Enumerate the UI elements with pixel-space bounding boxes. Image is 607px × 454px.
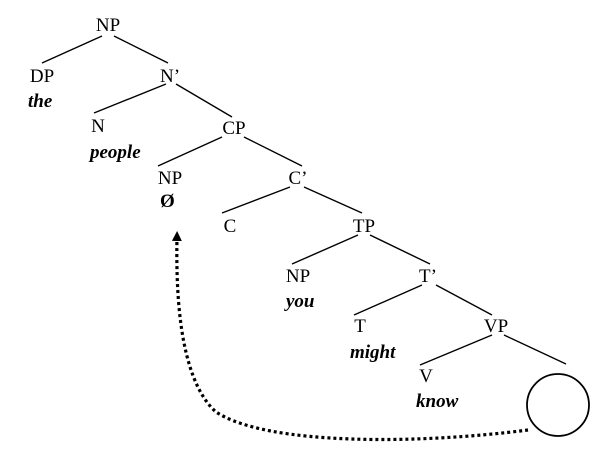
branch-vp-v	[419, 334, 493, 366]
branch-vp-object	[503, 334, 567, 365]
node-v: V	[419, 366, 433, 387]
node-n: N	[91, 116, 105, 137]
node-vp: VP	[484, 316, 508, 337]
word-you: you	[284, 291, 315, 312]
word-know: know	[416, 391, 459, 412]
movement-arrow	[171, 231, 529, 442]
node-cbar: C’	[289, 168, 308, 189]
node-labels: NP DP N’ N CP NP C’ C TP NP T’ T VP V	[30, 15, 508, 387]
node-t: T	[354, 316, 366, 337]
node-cp: CP	[222, 118, 245, 139]
branch-cp-cbar	[243, 136, 303, 167]
branch-cp-np	[157, 136, 223, 167]
branch-tp-np	[291, 234, 359, 265]
node-np-subj: NP	[286, 266, 310, 287]
node-c: C	[224, 216, 237, 237]
word-the: the	[28, 91, 53, 112]
branch-tbar-t	[353, 284, 423, 316]
branch-tp-tbar	[369, 234, 431, 265]
word-null-operator: Ø	[160, 191, 175, 212]
node-dp: DP	[30, 66, 54, 87]
branch-cbar-tp	[303, 186, 363, 214]
branch-np-nbar	[113, 35, 169, 64]
object-gap-circle	[526, 373, 590, 437]
word-might: might	[350, 342, 396, 363]
branch-tbar-vp	[435, 284, 493, 316]
branch-nbar-cp	[175, 83, 233, 118]
node-nbar: N’	[160, 66, 180, 87]
branch-cbar-c	[221, 186, 291, 214]
node-tbar: T’	[419, 266, 437, 287]
node-np-spec: NP	[158, 168, 182, 189]
tree-branches	[41, 35, 567, 366]
word-people: people	[88, 142, 141, 163]
terminal-words: the people Ø you might know	[28, 91, 459, 412]
branch-nbar-n	[93, 83, 167, 114]
node-np-root: NP	[96, 15, 120, 36]
node-tp: TP	[353, 216, 375, 237]
branch-np-dp	[41, 35, 103, 64]
